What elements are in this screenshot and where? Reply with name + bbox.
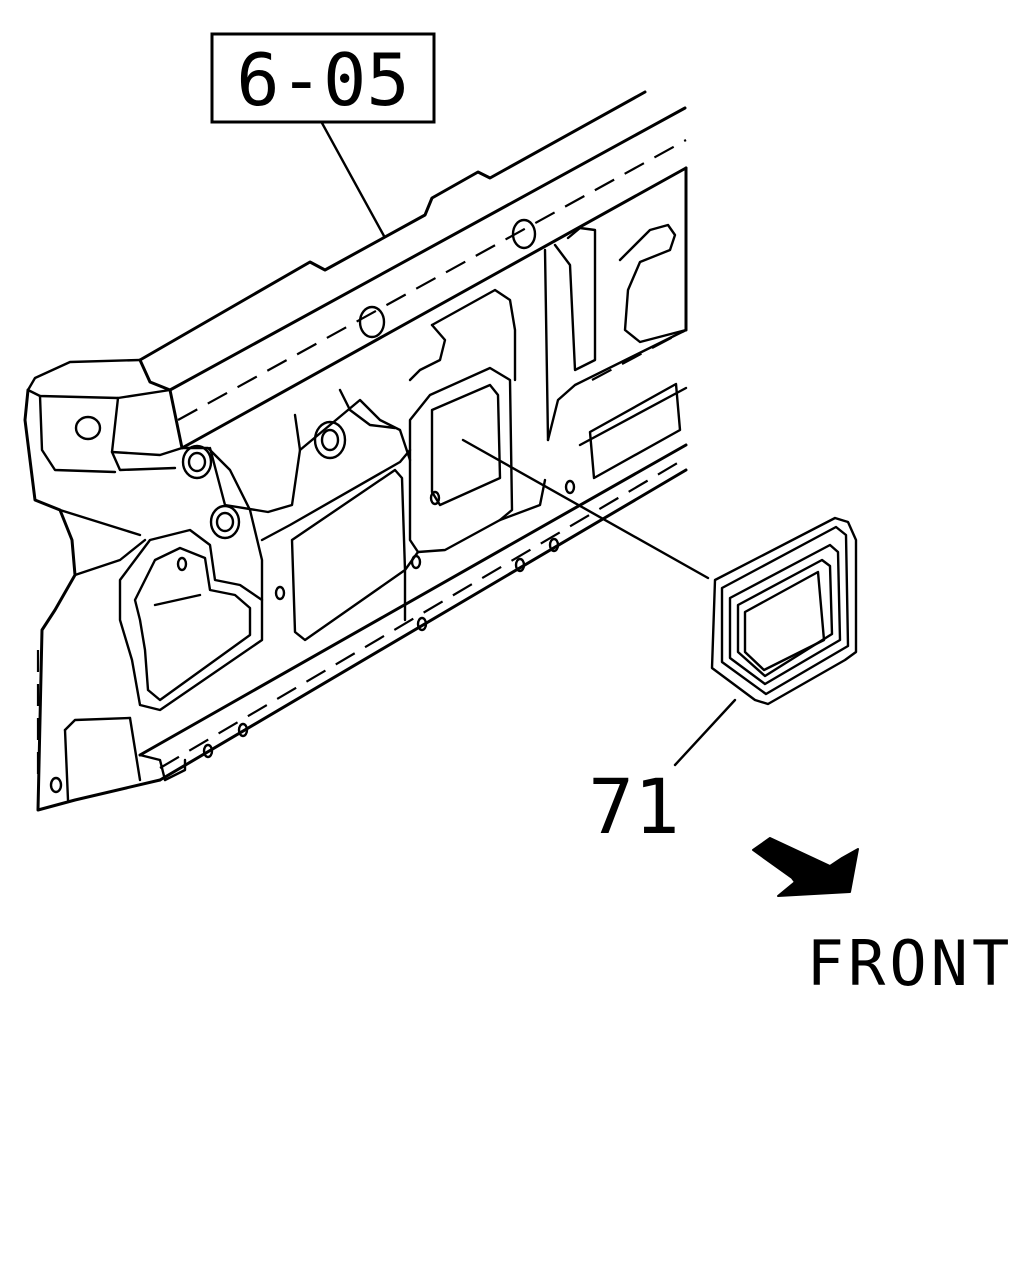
body-panel-assembly (23, 90, 688, 812)
part-number-label: 71 (588, 762, 680, 851)
reference-callout: 6-05 (210, 32, 436, 238)
reference-box (210, 32, 436, 124)
front-arrow-icon (752, 837, 859, 897)
panel-holes (176, 218, 576, 759)
panel-left-end (23, 388, 162, 812)
part-71-callout-leader (673, 698, 737, 767)
part-71-leader-line (461, 438, 710, 580)
front-label: FRONT (807, 927, 1014, 1000)
reference-leader-line (320, 121, 386, 238)
upper-rail (26, 90, 688, 472)
reference-label: 6-05 (236, 38, 409, 122)
grommet-part-71 (710, 516, 858, 706)
